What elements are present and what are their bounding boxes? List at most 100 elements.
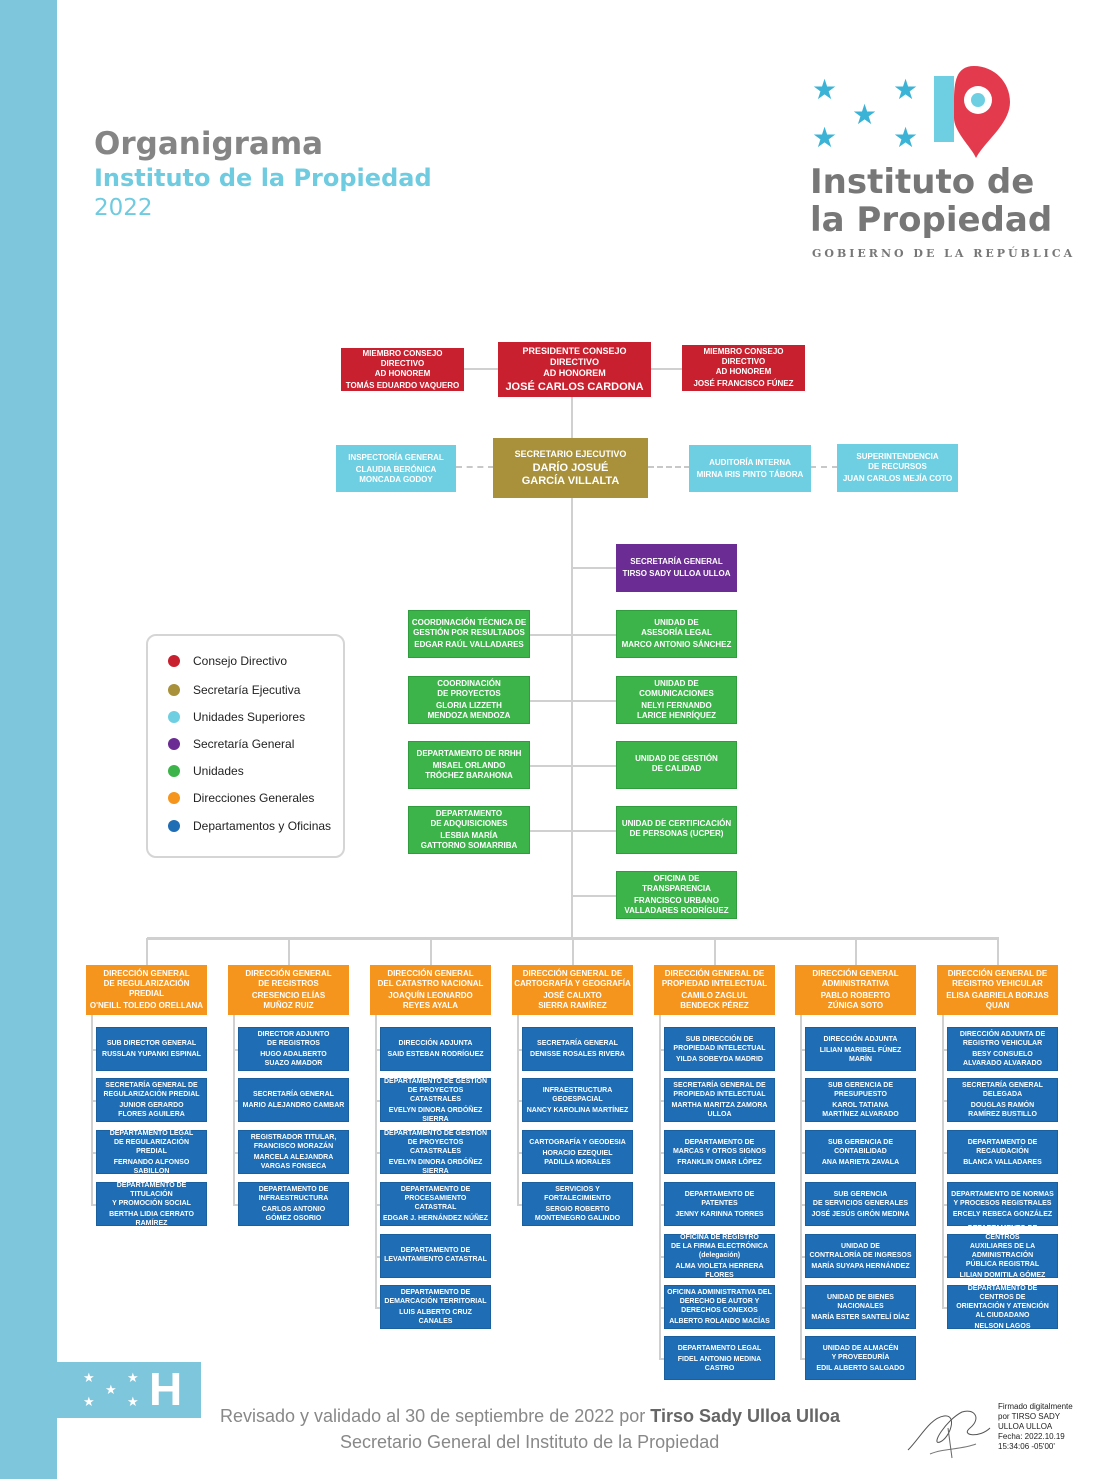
box-title: SUB GERENCIA DE CONTABILIDAD [827, 1138, 894, 1155]
box-title: DEPARTAMENTO DE RRHH [416, 749, 522, 758]
department-box[interactable]: DEPARTAMENTO DE LEVANTAMIENTO CATASTRAL [380, 1234, 491, 1278]
secretaria-general[interactable]: SECRETARÍA GENERAL TIRSO SADY ULLOA ULLO… [616, 544, 737, 592]
connector-line [713, 938, 716, 966]
box-person: CAMILO ZAGLUL BENDECK PÉREZ [680, 991, 749, 1010]
connector-line [375, 1152, 381, 1154]
department-box[interactable]: DEPARTAMENTO DE TITULACIÓN Y PROMOCIÓN S… [96, 1182, 207, 1227]
box-title: INFRAESTRUCTURA GEOESPACIAL [542, 1086, 613, 1103]
legend-dot-icon [168, 655, 180, 667]
council-president[interactable]: PRESIDENTE CONSEJO DIRECTIVO AD HONOREM … [498, 342, 651, 397]
connector-line [91, 1015, 93, 1204]
department-box[interactable]: DEPARTAMENTO LEGAL DE REGULARIZACIÓN PRE… [96, 1130, 207, 1175]
superintendencia-de-recursos[interactable]: SUPERINTENDENCIA DE RECURSOS JUAN CARLOS… [837, 444, 958, 492]
direction-general-box[interactable]: DIRECCIÓN GENERAL DE PROPIEDAD INTELECTU… [654, 965, 775, 1015]
department-box[interactable]: DEPARTAMENTO DE NORMAS Y PROCESOS REGIST… [947, 1182, 1058, 1226]
box-person: EVELYN DINORA ORDÓÑEZ SIERRA [388, 1158, 483, 1175]
box-person: LUIS ALBERTO CRUZ CANALES [399, 1309, 472, 1325]
box-person: LILIAN MARIBEL FÚNEZ MARÍN [819, 1046, 902, 1063]
direction-general-box[interactable]: DIRECCIÓN GENERAL DE REGULARIZACIÓN PRED… [86, 965, 207, 1015]
box-person: ANA MARIETA ZAVALA [821, 1158, 900, 1166]
box-title: DIRECCIÓN ADJUNTA [823, 1035, 898, 1043]
secretario-ejecutivo[interactable]: SECRETARIO EJECUTIVO DARÍO JOSUÉ GARCÍA … [493, 438, 648, 498]
box-title: UNIDAD DE CONTRALORÍA DE INGRESOS [809, 1242, 912, 1259]
box-person: JENNY KARINNA TORRES [675, 1210, 764, 1218]
department-box[interactable]: SECRETARÍA GENERAL DE PROPIEDAD INTELECT… [664, 1078, 775, 1122]
unit-box[interactable]: UNIDAD DE CERTIFICACIÓN DE PERSONAS (UCP… [616, 806, 737, 854]
connector-line [91, 1204, 97, 1206]
connector-line [517, 1049, 523, 1051]
department-box[interactable]: SUB GERENCIA DE CONTABILIDAD ANA MARIETA … [805, 1130, 916, 1174]
box-person: HUGO ADALBERTO SUAZO AMADOR [260, 1051, 327, 1067]
box-person: LESBIA MARÍA GATTORNO SOMARRIBA [420, 831, 518, 850]
box-person: MARIO ALEJANDRO CAMBAR [242, 1102, 345, 1109]
box-title: UNIDAD DE ALMACÉN Y PROVEEDURÍA [822, 1344, 899, 1361]
connector-line [996, 938, 999, 966]
box-title: SECRETARÍA GENERAL DE REGULARIZACIÓN PRE… [103, 1082, 200, 1098]
department-box[interactable]: DIRECCIÓN ADJUNTA LILIAN MARIBEL FÚNEZ MA… [805, 1027, 916, 1071]
box-person: DARÍO JOSUÉ GARCÍA VILLALTA [521, 461, 620, 487]
box-person: LILIAN DOMITILA GÓMEZ OSORTO [959, 1271, 1046, 1288]
department-box[interactable]: OFICINA ADMINISTRATIVA DEL DERECHO DE AU… [664, 1285, 775, 1329]
box-title: SUB DIRECCIÓN DE PROPIEDAD INTELECTUAL [673, 1035, 766, 1052]
connector-line [375, 1204, 381, 1206]
auditoria-interna[interactable]: AUDITORÍA INTERNA MIRNA IRIS PINTO TÁBOR… [689, 445, 811, 492]
box-title: DIRECCIÓN GENERAL DE REGULARIZACIÓN PRED… [103, 969, 190, 998]
department-box[interactable]: DEPARTAMENTO DE CENTROS AUXILIARES DE LA… [947, 1225, 1058, 1288]
box-title: DEPARTAMENTO DE CENTROS AUXILIARES DE LA… [965, 1224, 1040, 1268]
department-box[interactable]: DEPARTAMENTO DE CENTROS DE ORIENTACIÓN Y… [947, 1285, 1058, 1330]
connector-line [659, 1358, 665, 1360]
department-box[interactable]: DEPARTAMENTO DE GESTIÓN DE PROYECTOS CAT… [380, 1078, 491, 1123]
department-box[interactable]: SECRETARÍA GENERAL DE REGULARIZACIÓN PRE… [96, 1078, 207, 1122]
unit-box[interactable]: UNIDAD DE GESTIÓN DE CALIDAD [616, 741, 737, 789]
council-member-left[interactable]: MIEMBRO CONSEJO DIRECTIVO AD HONOREM TOM… [341, 348, 464, 391]
box-person: HORACIO EZEQUIEL PADILLA MORALES [542, 1149, 613, 1166]
box-title: DIRECCIÓN GENERAL DE PROPIEDAD INTELECTU… [661, 969, 768, 988]
connector-line [942, 1307, 948, 1309]
box-title: SECRETARÍA GENERAL DE PROPIEDAD INTELECT… [673, 1082, 766, 1098]
council-member-right[interactable]: MIEMBRO CONSEJO DIRECTIVO AD HONOREM JOS… [682, 345, 805, 391]
connector-line [517, 1152, 523, 1154]
department-box[interactable]: DEPARTAMENTO DE GESTIÓN DE PROYECTOS CAT… [380, 1130, 491, 1175]
connector-line [429, 938, 432, 966]
inspectoria-general[interactable]: INSPECTORÍA GENERAL CLAUDIA BERÓNICA MON… [336, 445, 456, 492]
direction-general-box[interactable]: DIRECCIÓN GENERAL DE CARTOGRAFÍA Y GEOGR… [512, 965, 633, 1015]
department-box[interactable]: OFICINA DE REGISTRO DE LA FIRMA ELECTRÓN… [664, 1234, 775, 1279]
box-title: DEPARTAMENTO DE LEVANTAMIENTO CATASTRAL [384, 1247, 487, 1263]
connector-line [800, 1152, 806, 1154]
unit-box[interactable]: COORDINACIÓN TÉCNICA DE GESTIÓN POR RESU… [408, 610, 530, 658]
